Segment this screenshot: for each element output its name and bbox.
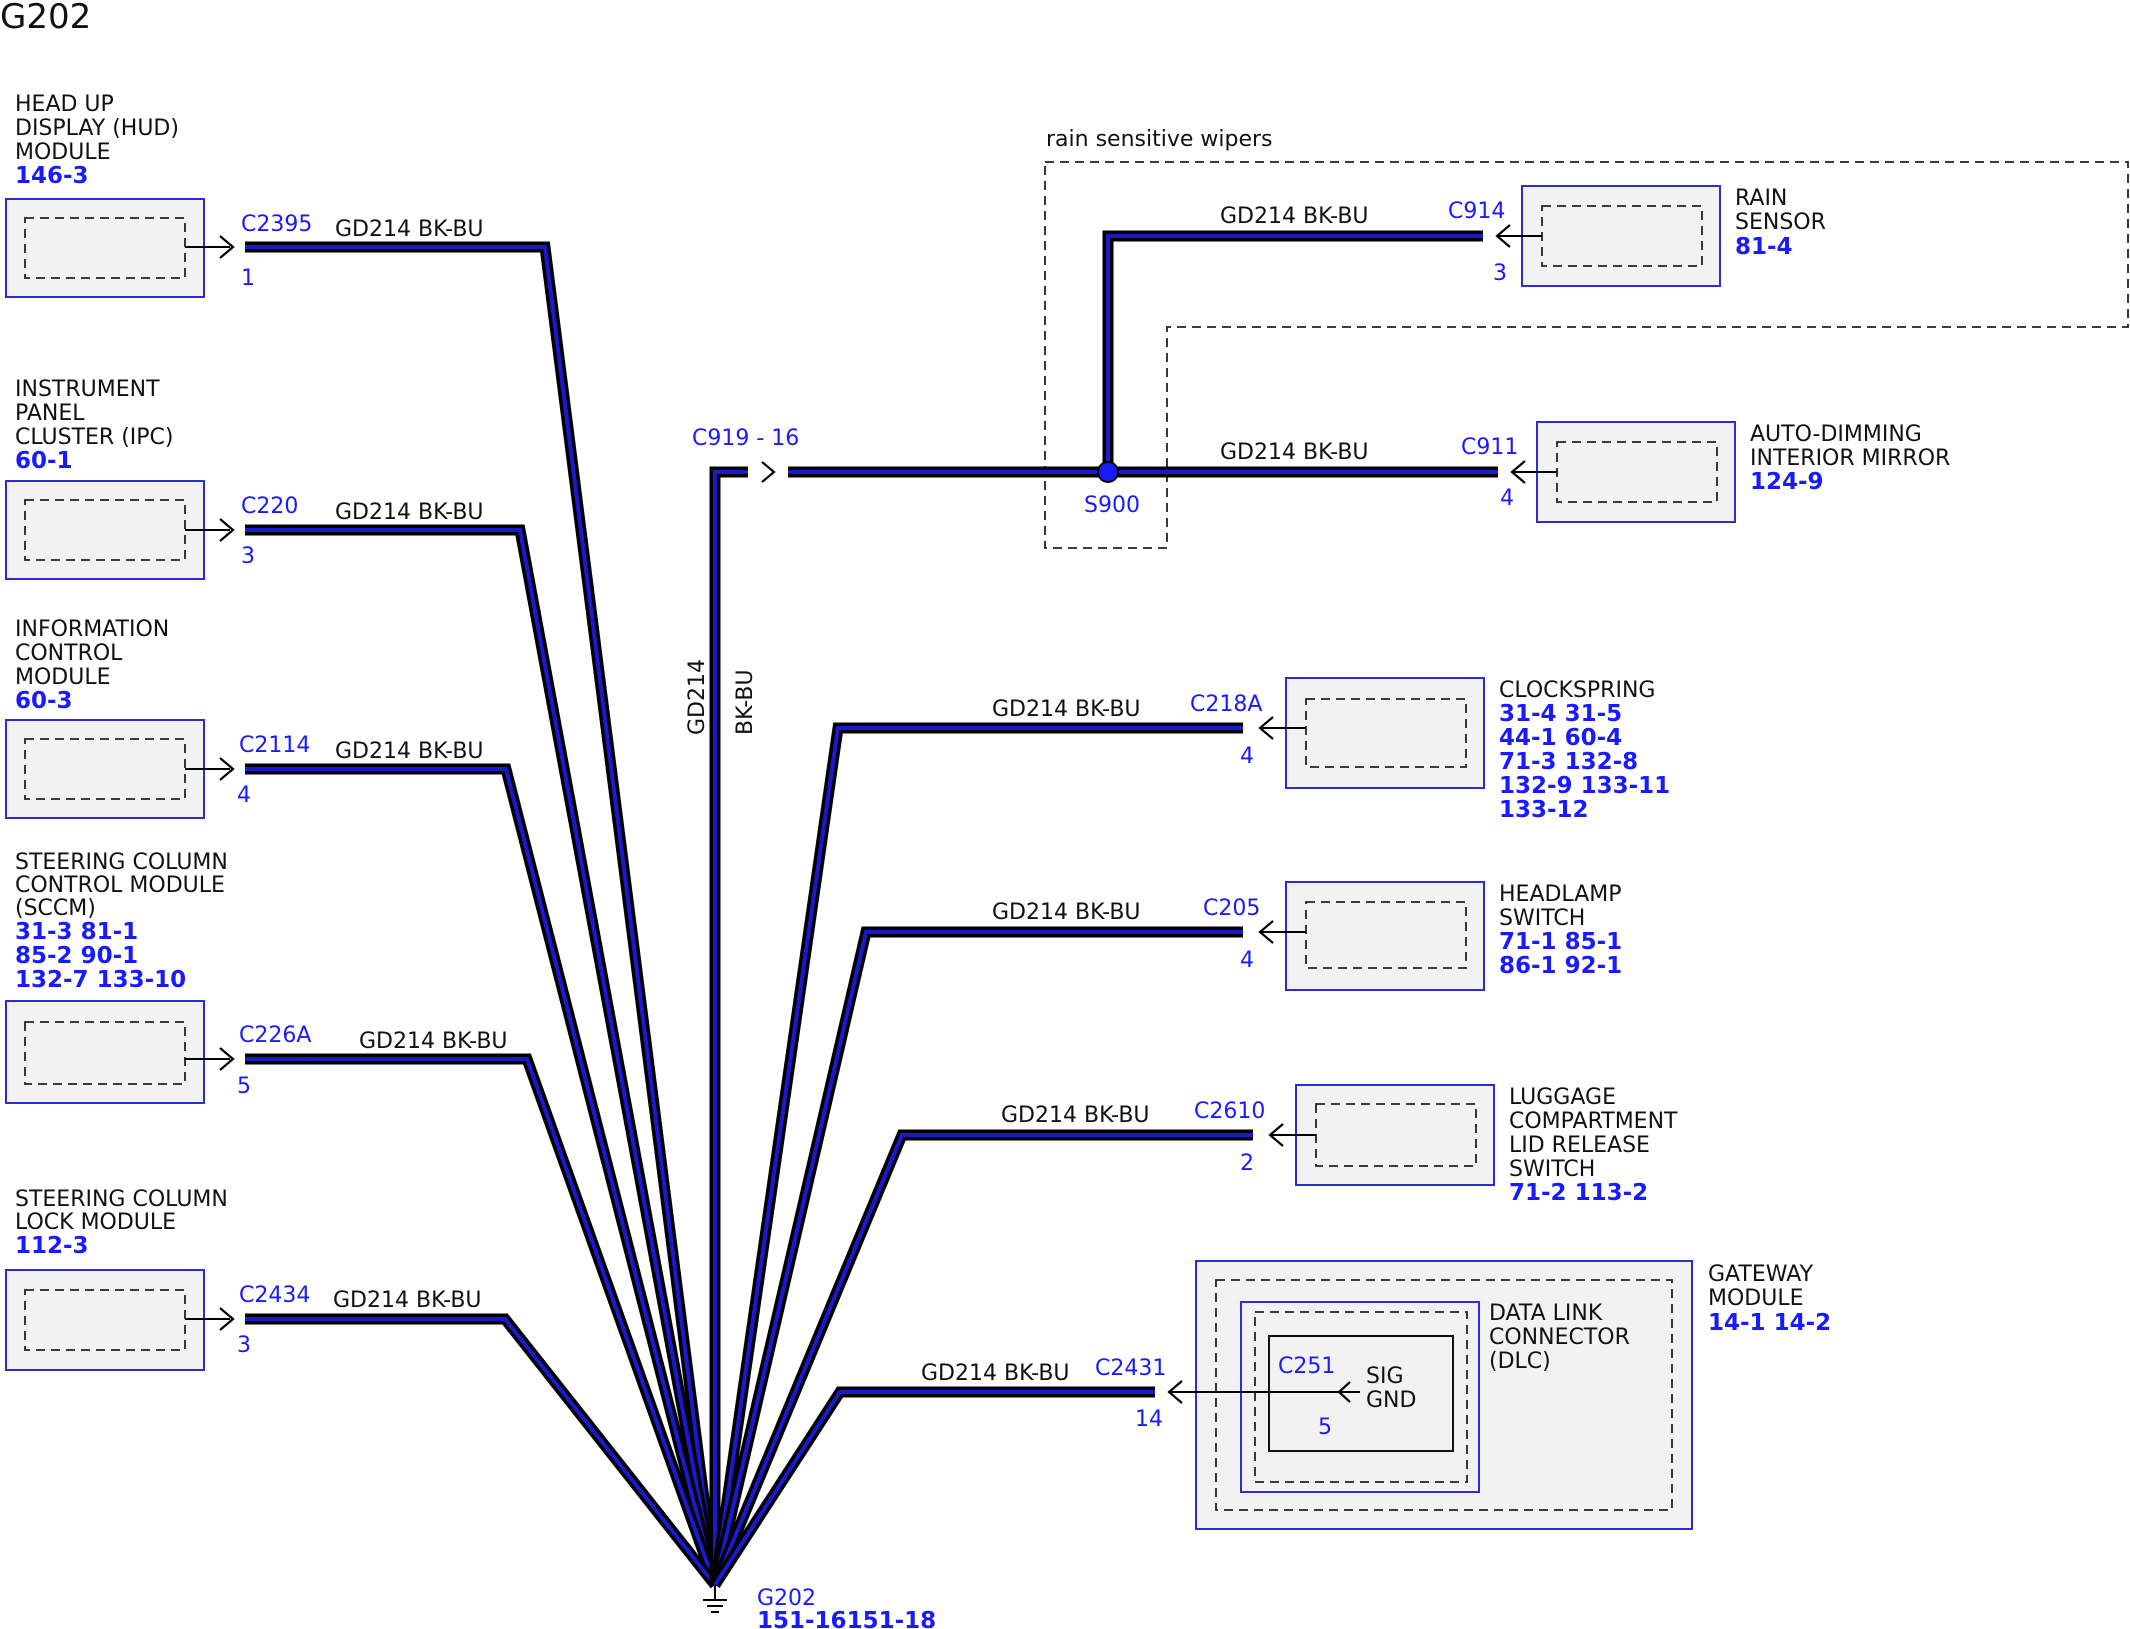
gateway-pin: 14 [1135,1407,1163,1432]
gateway-wire-label: GD214 BK-BU [921,1361,1070,1386]
hud-wire-label: GD214 BK-BU [335,217,484,242]
mirror-pin-arrow-icon [1510,460,1526,484]
icm-module-refs: 60-3 [15,688,73,714]
ipc-pin-arrow-icon [219,518,235,542]
vertical-wire-color: BK-BU [733,669,758,735]
c919-arrow-icon [761,461,776,483]
sclm-module-name: STEERING COLUMN LOCK MODULE [15,1187,235,1235]
headlamp-module-refs: 71-1 85-1 86-1 92-1 [1499,929,1630,979]
ipc-module-name: INSTRUMENT PANEL CLUSTER (IPC) [15,377,174,450]
sccm-pin-arrow-icon [219,1047,235,1071]
mirror-pin: 4 [1500,486,1514,511]
sclm-module[interactable]: STEERING COLUMN LOCK MODULE 112-3 C2434 … [5,1187,482,1371]
headlamp-pin: 4 [1240,948,1254,973]
rain-module-name: RAIN SENSOR [1735,186,1826,235]
sccm-pin: 5 [237,1074,251,1099]
clockspring-pin-arrow-icon [1258,716,1274,740]
rain-module-refs: 81-4 [1735,234,1793,260]
luggage-connector: C2610 [1194,1099,1265,1124]
rain-pin-arrow-icon [1495,224,1511,248]
sccm-module-refs: 31-3 81-1 85-2 90-1 132-7 133-10 [15,919,186,993]
luggage-pin: 2 [1240,1151,1254,1176]
sclm-wire-label: GD214 BK-BU [333,1288,482,1313]
ipc-pin: 3 [241,544,255,569]
wire-harness [245,230,1498,1589]
headlamp-pin-arrow-icon [1258,920,1274,944]
rain-wipers-region [1044,161,2129,549]
clockspring-wire-label: GD214 BK-BU [992,697,1141,722]
headlamp-module-name: HEADLAMP SWITCH [1499,882,1629,931]
ground-refs: 151-16151-18 [757,1608,936,1629]
region-label: rain sensitive wipers [1046,127,1273,152]
mirror-connector: C911 [1461,435,1518,460]
icm-module[interactable]: INFORMATION CONTROL MODULE 60-3 C2114 4 … [5,617,484,819]
ipc-module-refs: 60-1 [15,448,73,474]
sclm-module-refs: 112-3 [15,1233,89,1259]
diagram-title: G202 [0,0,91,37]
icm-module-name: INFORMATION CONTROL MODULE [15,617,176,690]
clockspring-pin: 4 [1240,744,1254,769]
ground-icon [703,1585,727,1613]
headlamp-switch-module[interactable]: C205 4 GD214 BK-BU HEADLAMP SWITCH 71-1 … [992,881,1630,991]
hud-module[interactable]: HEAD UP DISPLAY (HUD) MODULE 146-3 C2395… [5,92,484,298]
dlc-signal: SIG GND [1366,1364,1416,1413]
sclm-connector: C2434 [239,1283,310,1308]
gateway-pin-arrow-icon [1167,1380,1183,1404]
sclm-pin: 3 [237,1333,251,1358]
dlc-pin: 5 [1318,1415,1332,1440]
hud-pin-arrow-icon [219,235,235,259]
inline-connector-label: C919 - 16 [692,426,799,451]
luggage-pin-arrow-icon [1268,1123,1284,1147]
rain-sensor-module[interactable]: C914 3 GD214 BK-BU RAIN SENSOR 81-4 [1220,185,1826,287]
ipc-connector: C220 [241,494,298,519]
dlc-name: DATA LINK CONNECTOR (DLC) [1489,1301,1637,1374]
vertical-wire-circuit: GD214 [685,659,710,735]
sccm-wire-label: GD214 BK-BU [359,1029,508,1054]
luggage-module-refs: 71-2 113-2 [1509,1180,1648,1206]
clockspring-module[interactable]: C218A 4 GD214 BK-BU CLOCKSPRING 31-4 31-… [992,677,1678,823]
splice-label: S900 [1084,493,1140,518]
icm-pin: 4 [237,783,251,808]
icm-pin-arrow-icon [219,757,235,781]
mirror-module[interactable]: C911 4 GD214 BK-BU AUTO-DIMMING INTERIOR… [1220,421,1950,523]
hud-module-name: HEAD UP DISPLAY (HUD) MODULE [15,92,186,165]
clockspring-module-refs: 31-4 31-5 44-1 60-4 71-3 132-8 132-9 133… [1499,701,1678,823]
headlamp-wire-label: GD214 BK-BU [992,900,1141,925]
luggage-switch-module[interactable]: C2610 2 GD214 BK-BU LUGGAGE COMPARTMENT … [1001,1084,1684,1206]
clockspring-connector: C218A [1190,692,1262,717]
gateway-connector: C2431 [1095,1356,1166,1381]
gateway-module-refs: 14-1 14-2 [1708,1310,1831,1336]
icm-wire-label: GD214 BK-BU [335,739,484,764]
rain-wire-label: GD214 BK-BU [1220,204,1369,229]
luggage-wire-label: GD214 BK-BU [1001,1103,1150,1128]
mirror-module-name: AUTO-DIMMING INTERIOR MIRROR [1750,422,1950,471]
luggage-module-name: LUGGAGE COMPARTMENT LID RELEASE SWITCH [1509,1085,1684,1182]
sccm-connector: C226A [239,1023,311,1048]
hud-pin: 1 [241,266,255,291]
sccm-module[interactable]: STEERING COLUMN CONTROL MODULE (SCCM) 31… [5,850,508,1104]
headlamp-connector: C205 [1203,896,1260,921]
clockspring-module-name: CLOCKSPRING [1499,678,1655,703]
splice-s900-node [1097,461,1119,483]
ground-name: G202 [757,1586,816,1611]
gateway-module[interactable]: GATEWAY MODULE 14-1 14-2 DATA LINK CONNE… [921,1260,1831,1530]
rain-pin: 3 [1493,261,1507,286]
ipc-module[interactable]: INSTRUMENT PANEL CLUSTER (IPC) 60-1 C220… [5,377,484,580]
ipc-wire-label: GD214 BK-BU [335,500,484,525]
mirror-module-refs: 124-9 [1750,469,1824,495]
dlc-connector-label: C251 [1278,1354,1335,1379]
dlc-connector[interactable]: DATA LINK CONNECTOR (DLC) C251 5 SIG GND [1240,1301,1637,1493]
rain-connector: C914 [1448,199,1505,224]
hud-connector: C2395 [241,212,312,237]
mirror-wire-label: GD214 BK-BU [1220,440,1369,465]
gateway-module-name: GATEWAY MODULE [1708,1262,1820,1311]
sclm-pin-arrow-icon [219,1307,235,1331]
sccm-module-name: STEERING COLUMN CONTROL MODULE (SCCM) [15,850,235,921]
icm-connector: C2114 [239,733,310,758]
hud-module-refs: 146-3 [15,163,89,189]
